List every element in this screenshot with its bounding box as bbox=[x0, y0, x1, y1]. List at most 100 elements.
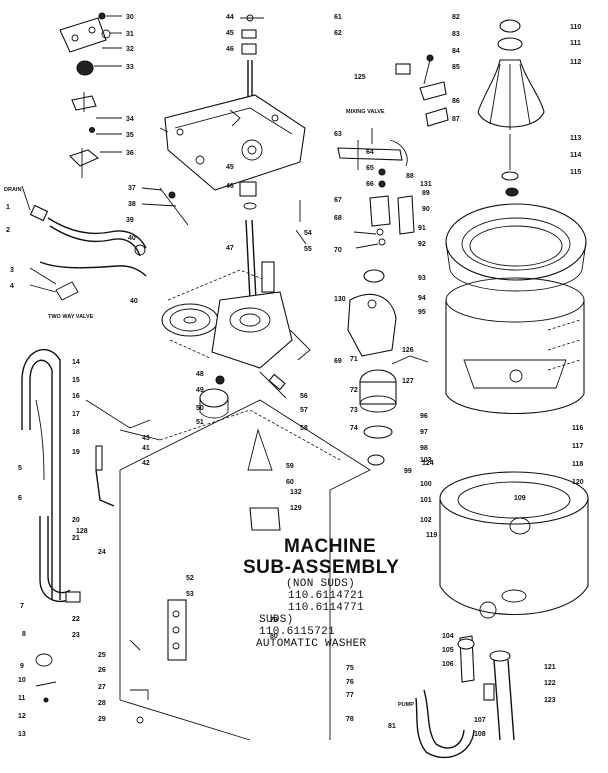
model-number: 110.6115721 bbox=[259, 626, 335, 638]
callout: 15 bbox=[72, 377, 80, 384]
callout: 57 bbox=[300, 407, 308, 414]
callout: 46 bbox=[226, 183, 234, 190]
callout: 3 bbox=[10, 267, 14, 274]
non-suds-label: (NON SUDS) bbox=[286, 578, 356, 590]
callout: 27 bbox=[98, 684, 106, 691]
callout: 123 bbox=[544, 697, 556, 704]
callout: 91 bbox=[418, 225, 426, 232]
callout: 81 bbox=[388, 723, 396, 730]
callout: 130 bbox=[334, 296, 346, 303]
callout: 67 bbox=[334, 197, 342, 204]
callout: 42 bbox=[142, 460, 150, 467]
callout: 14 bbox=[72, 359, 80, 366]
callout: 2 bbox=[6, 227, 10, 234]
callout: 71 bbox=[350, 356, 358, 363]
callout: 6 bbox=[18, 495, 22, 502]
product-name: AUTOMATIC WASHER bbox=[256, 638, 367, 650]
callout-labels: 30 31 32 33 34 35 36 37 38 39 40 40 44 4… bbox=[6, 14, 584, 738]
callout: 108 bbox=[474, 731, 486, 738]
callout: 44 bbox=[226, 14, 234, 21]
callout: 25 bbox=[98, 652, 106, 659]
callout: 18 bbox=[72, 429, 80, 436]
callout: 118 bbox=[572, 461, 583, 468]
callout: 34 bbox=[126, 116, 134, 123]
callout: 84 bbox=[452, 48, 460, 55]
callout: 116 bbox=[572, 425, 583, 432]
title-block: MACHINE SUB-ASSEMBLY (NON SUDS) 110.6114… bbox=[243, 536, 443, 650]
callout: 38 bbox=[128, 201, 136, 208]
callout: 107 bbox=[474, 717, 486, 724]
callout: 70 bbox=[334, 247, 342, 254]
callout: 32 bbox=[126, 46, 134, 53]
callout: 99 bbox=[404, 468, 412, 475]
callout: 93 bbox=[418, 275, 426, 282]
callout: 83 bbox=[452, 31, 460, 38]
callout: 40 bbox=[128, 235, 136, 242]
callout: 64 bbox=[366, 149, 374, 156]
callout: 102 bbox=[420, 517, 432, 524]
callout: 36 bbox=[126, 150, 134, 157]
callout: 40 bbox=[130, 298, 138, 305]
callout: 24 bbox=[98, 549, 106, 556]
annotation-mixing-valve: MIXING VALVE bbox=[346, 109, 385, 115]
part-small-hardware-left bbox=[35, 399, 187, 724]
callout: 82 bbox=[452, 14, 460, 21]
callout: 22 bbox=[72, 616, 80, 623]
callout: 19 bbox=[72, 449, 80, 456]
callout: 37 bbox=[128, 185, 136, 192]
part-pump-motor bbox=[347, 269, 429, 466]
callout: 129 bbox=[290, 505, 302, 512]
callout: 115 bbox=[570, 169, 581, 176]
callout: 41 bbox=[142, 445, 150, 452]
callout: 113 bbox=[570, 135, 581, 142]
callout: 23 bbox=[72, 632, 80, 639]
callout: 98 bbox=[420, 445, 428, 452]
callout: 16 bbox=[72, 393, 80, 400]
callout: 86 bbox=[452, 98, 460, 105]
annotation-drain: DRAIN bbox=[4, 187, 21, 193]
callout: 11 bbox=[18, 695, 26, 702]
callout: 117 bbox=[572, 443, 583, 450]
callout: 80 bbox=[270, 633, 278, 640]
callout: 94 bbox=[418, 295, 426, 302]
callout: 60 bbox=[286, 479, 294, 486]
callout: 54 bbox=[304, 230, 312, 237]
callout: 65 bbox=[366, 165, 374, 172]
callout: 77 bbox=[346, 692, 354, 699]
callout: 61 bbox=[334, 14, 342, 21]
callout: 1 bbox=[6, 204, 10, 211]
callout: 63 bbox=[334, 131, 342, 138]
callout: 13 bbox=[18, 731, 26, 738]
callout: 110 bbox=[570, 24, 581, 31]
callout: 45 bbox=[226, 30, 234, 37]
callout: 28 bbox=[98, 700, 106, 707]
callout: 128 bbox=[76, 528, 88, 535]
callout: 66 bbox=[366, 181, 374, 188]
title-line-1: MACHINE bbox=[284, 536, 377, 557]
callout: 119 bbox=[426, 532, 437, 539]
callout: 39 bbox=[126, 217, 134, 224]
callout: 45 bbox=[226, 164, 234, 171]
callout: 74 bbox=[350, 425, 358, 432]
callout: 105 bbox=[442, 647, 454, 654]
part-cabinet-frame bbox=[119, 399, 371, 741]
callout: 85 bbox=[452, 64, 460, 71]
callout: 30 bbox=[126, 14, 134, 21]
part-drain-hoses-left bbox=[21, 349, 115, 603]
callout: 104 bbox=[442, 633, 454, 640]
callout: 111 bbox=[570, 40, 581, 47]
callout: 5 bbox=[18, 465, 22, 472]
callout: 26 bbox=[98, 667, 106, 674]
callout: 47 bbox=[226, 245, 234, 252]
title-line-2: SUB-ASSEMBLY bbox=[243, 557, 400, 578]
callout: 96 bbox=[420, 413, 428, 420]
callout: 68 bbox=[334, 215, 342, 222]
callout: 132 bbox=[290, 489, 302, 496]
callout: 76 bbox=[346, 679, 354, 686]
callout: 56 bbox=[300, 393, 308, 400]
callout: 10 bbox=[18, 677, 26, 684]
callout: 55 bbox=[304, 246, 312, 253]
callout: 59 bbox=[286, 463, 294, 470]
callout: 124 bbox=[422, 460, 434, 467]
